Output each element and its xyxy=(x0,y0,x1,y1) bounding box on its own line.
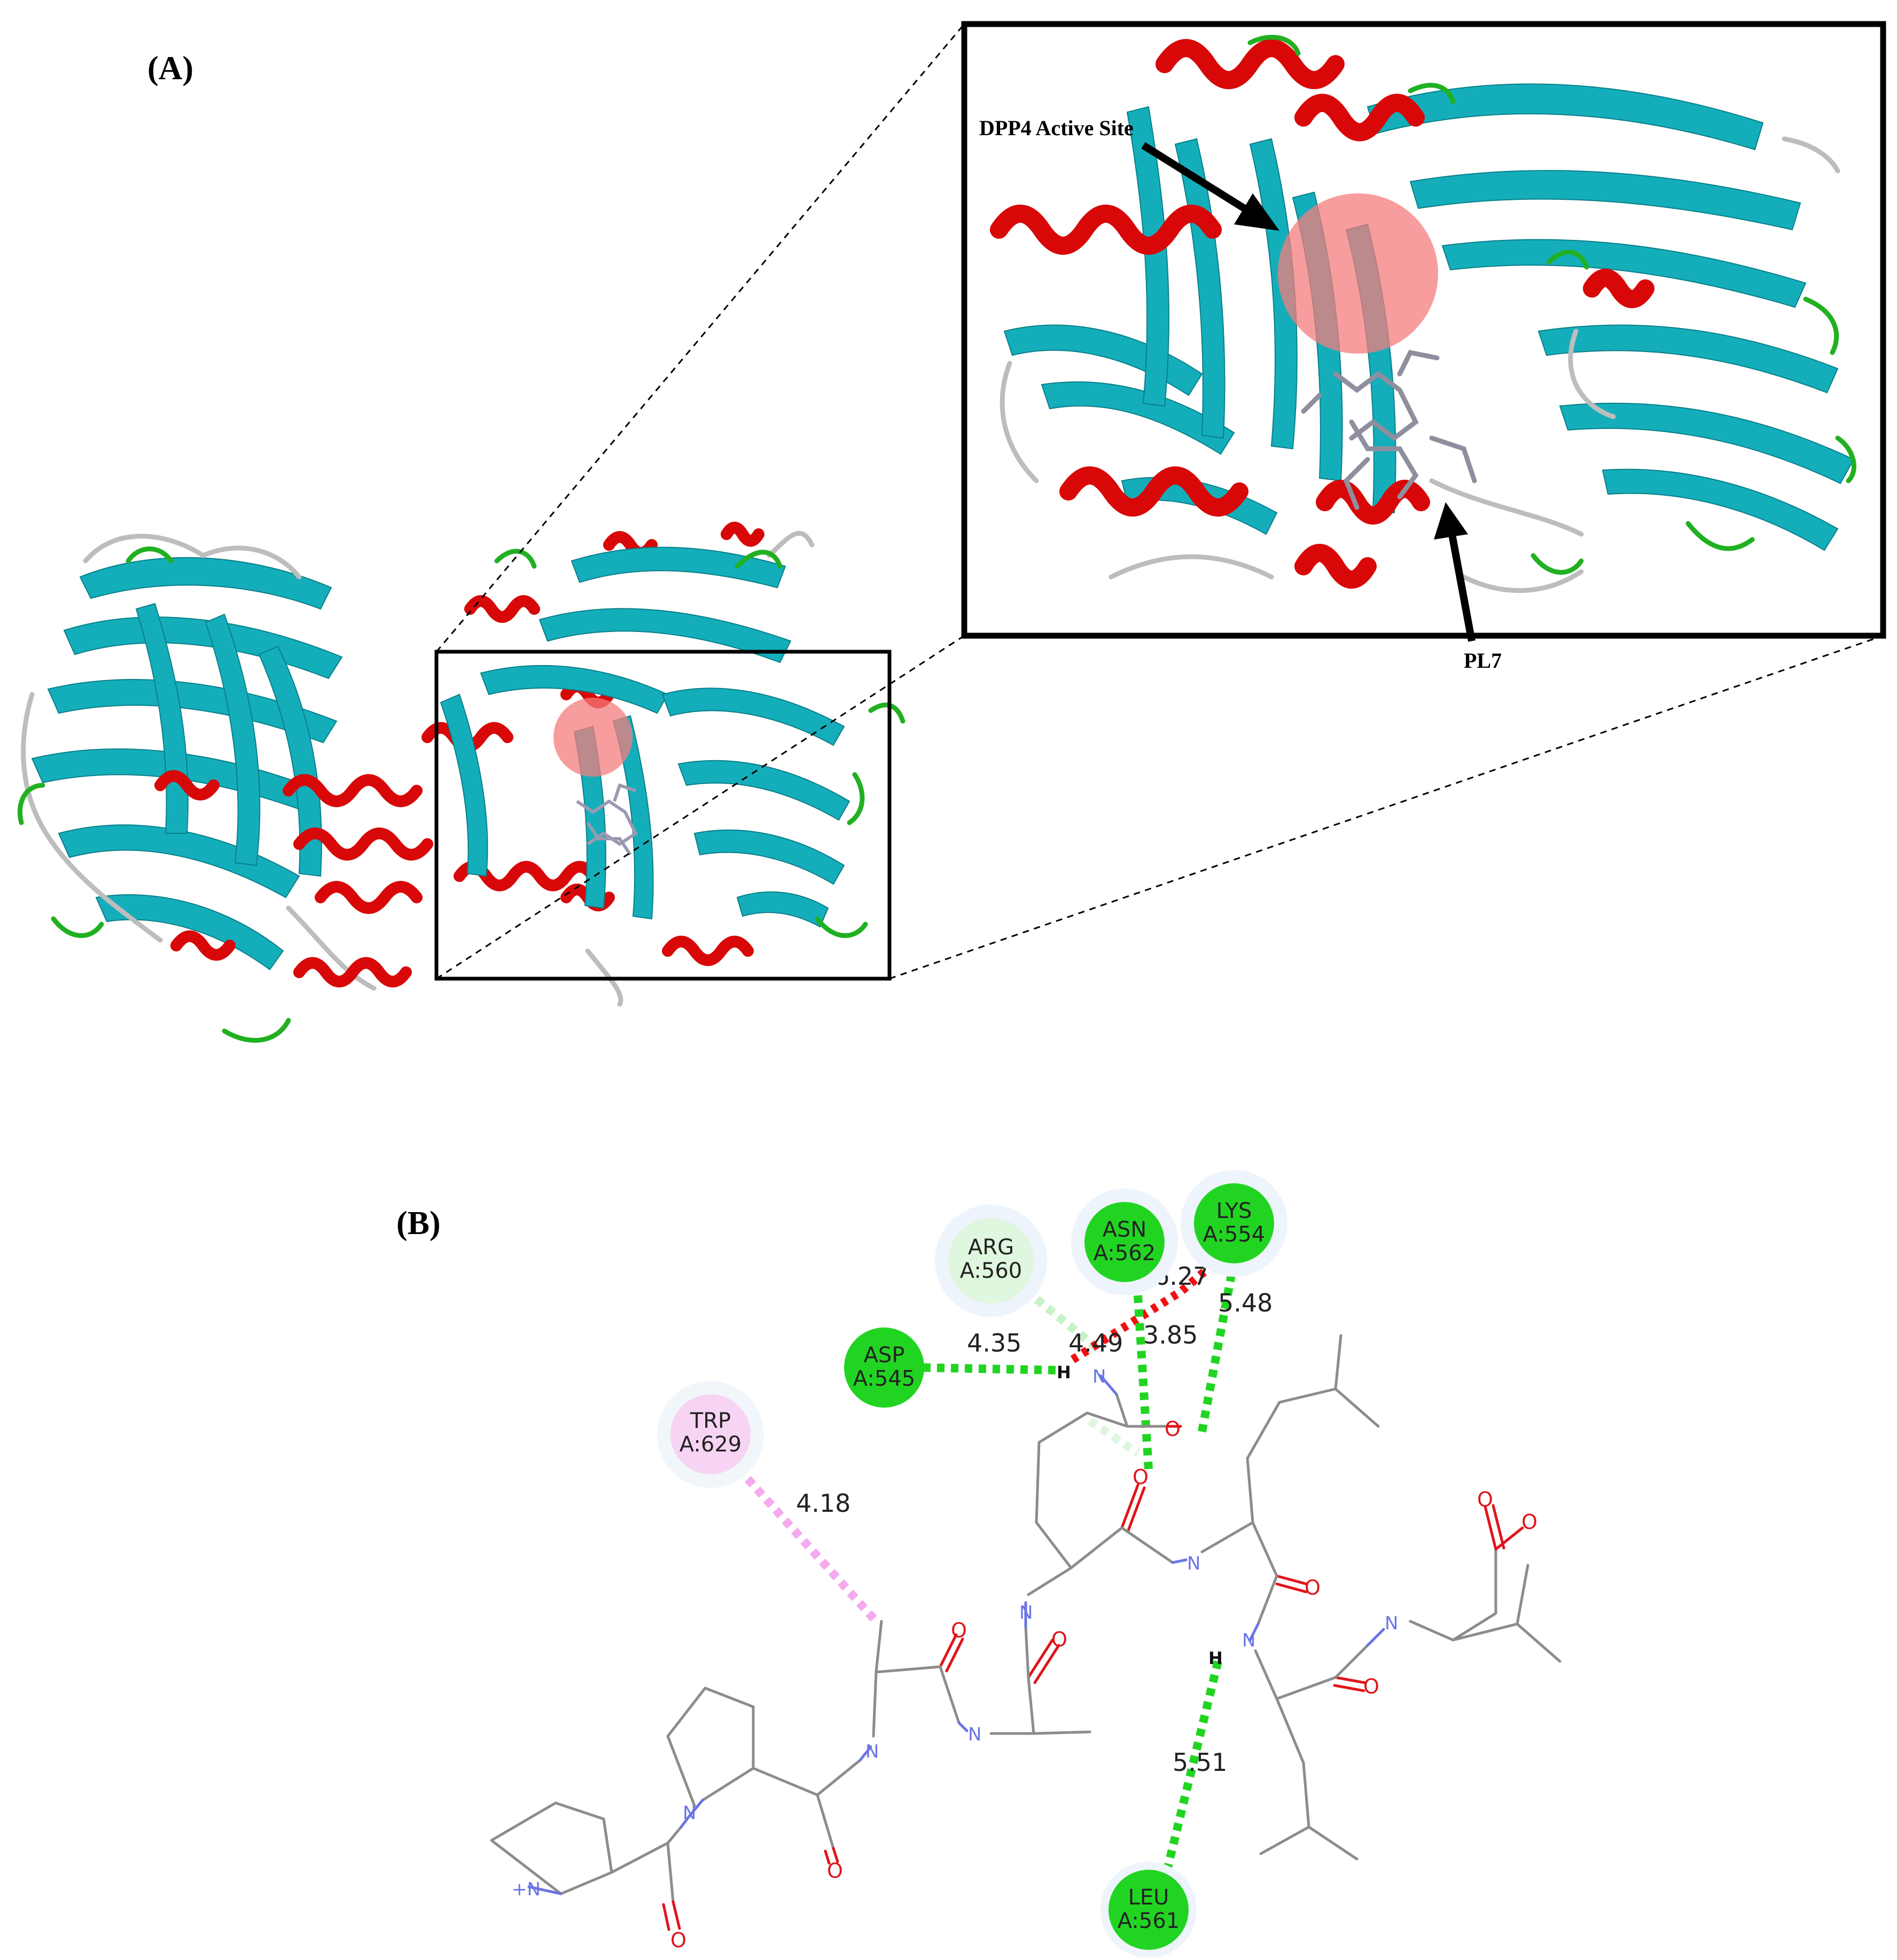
distance-label-2: 4.49 xyxy=(1068,1329,1123,1357)
active-site-sphere-zoom xyxy=(1278,193,1438,354)
atom-n-5: N xyxy=(865,1741,879,1762)
atom-o-5: O xyxy=(1051,1628,1067,1651)
atom-h-1: H xyxy=(1057,1362,1071,1383)
active-site-label: DPP4 Active Site xyxy=(979,116,1134,140)
pi-alkyl-trp629-line xyxy=(726,1455,879,1625)
residue-trp629: TRP A:629 xyxy=(657,1381,764,1488)
hbond-leu561-line xyxy=(1160,1660,1222,1881)
atom-n-4: N xyxy=(968,1724,981,1745)
atom-n-8: N xyxy=(1385,1613,1398,1634)
atom-o-1: O xyxy=(1165,1417,1181,1441)
atom-n-2: N xyxy=(1187,1553,1200,1574)
residue-asn562: ASN A:562 xyxy=(1071,1189,1178,1295)
zoom-region-box xyxy=(434,650,892,981)
residue-name: ASP xyxy=(864,1343,905,1368)
residue-number: A:545 xyxy=(853,1366,915,1391)
residue-name: ARG xyxy=(968,1235,1014,1260)
panel-b-label: (B) xyxy=(396,1205,441,1241)
atom-n-1: N xyxy=(1092,1366,1106,1387)
distance-labels: 4.35 4.49 3.85 6.27 5.48 4.18 5.51 xyxy=(796,1262,1273,1777)
residue-name: TRP xyxy=(690,1409,731,1433)
residue-name: LYS xyxy=(1216,1199,1252,1223)
residue-number: A:561 xyxy=(1118,1909,1180,1933)
distance-label-6: 4.18 xyxy=(796,1489,850,1518)
distance-label-1: 4.35 xyxy=(967,1329,1021,1357)
atom-o-4: O xyxy=(951,1619,967,1642)
distance-label-7: 5.51 xyxy=(1173,1748,1227,1777)
ligand-label: PL7 xyxy=(1464,649,1502,673)
distance-label-3: 3.85 xyxy=(1143,1321,1198,1349)
atom-n-7: N xyxy=(1242,1630,1255,1651)
residue-number: A:560 xyxy=(960,1259,1022,1283)
residue-name: LEU xyxy=(1128,1885,1169,1910)
active-site-sphere-overview xyxy=(553,698,633,777)
atom-o-9: O xyxy=(1477,1488,1493,1511)
hbond-lys554-line xyxy=(1198,1260,1238,1433)
ligand-2d-structure xyxy=(490,1334,1562,1931)
protein-ribbon-overview xyxy=(17,521,905,1043)
residue-lys554: LYS A:554 xyxy=(1181,1170,1287,1277)
atom-o-10: O xyxy=(1521,1510,1537,1534)
atom-o-3: O xyxy=(1305,1576,1321,1599)
residue-asp545: ASP A:545 xyxy=(844,1328,924,1408)
atom-o-6: O xyxy=(1363,1675,1379,1698)
residue-number: A:562 xyxy=(1094,1241,1156,1266)
zoom-guides xyxy=(435,24,1884,980)
panel-a-label: (A) xyxy=(147,50,193,87)
hbond-asn562-line xyxy=(1134,1295,1153,1470)
zoom-inset xyxy=(961,21,1886,639)
residue-number: A:554 xyxy=(1203,1222,1265,1247)
residue-number: A:629 xyxy=(680,1432,741,1457)
atom-h-2: H xyxy=(1208,1648,1223,1668)
atom-n-3: N xyxy=(1019,1602,1033,1623)
atom-o-7: O xyxy=(827,1859,843,1883)
atom-n-6: N xyxy=(683,1802,696,1824)
residue-leu561: LEU A:561 xyxy=(1100,1862,1197,1958)
active-site-arrow xyxy=(1141,142,1279,231)
ligand-sticks-overview xyxy=(576,783,638,856)
atom-n-charged: +N xyxy=(512,1879,541,1900)
hbond-asp545-line xyxy=(923,1363,1058,1375)
atom-o-8: O xyxy=(670,1928,686,1952)
residue-arg560: ARG A:560 xyxy=(935,1205,1047,1317)
left-lobe-beta-sheets xyxy=(31,557,343,971)
residue-name: ASN xyxy=(1103,1217,1147,1242)
atom-o-2: O xyxy=(1133,1465,1149,1489)
ligand-sticks-zoom xyxy=(1301,349,1477,510)
atom-labels: O O O O O O O O O O N N N N N N N N +N H… xyxy=(512,1362,1537,1952)
distance-label-5: 5.48 xyxy=(1218,1289,1273,1317)
ligand-arrow xyxy=(1434,502,1476,642)
